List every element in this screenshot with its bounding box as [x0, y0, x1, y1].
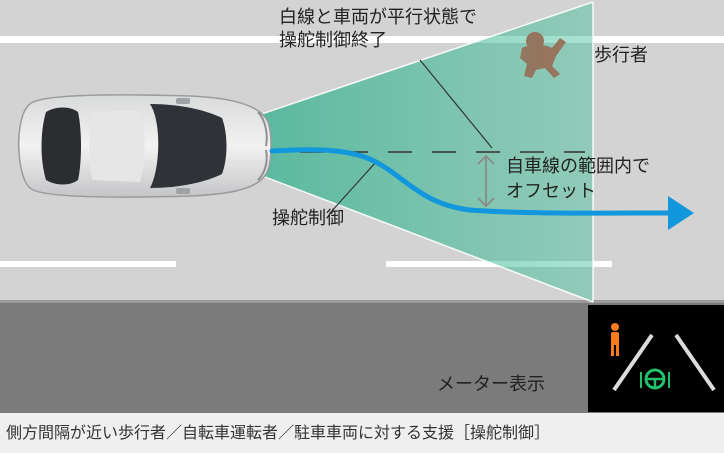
end-condition-label-line2: 操舵制御終了 — [279, 30, 387, 51]
pedestrian-warning-icon — [611, 323, 619, 356]
steering-control-label: 操舵制御 — [272, 208, 344, 229]
offset-label-line1: 自車線の範囲内で — [506, 156, 650, 177]
figure-caption: 側方間隔が近い歩行者／自転車運転者／駐車車両に対する支援［操舵制御］ — [0, 413, 724, 453]
steering-wheel-icon — [640, 368, 670, 390]
scene-illustration — [0, 0, 724, 413]
double-arrow-vertical-icon — [477, 154, 495, 208]
meter-display-label: メーター表示 — [437, 374, 545, 395]
pedestrian-label: 歩行者 — [594, 45, 648, 66]
car-top-view-icon — [18, 94, 272, 198]
end-condition-label-line1: 白線と車両が平行状態で — [279, 7, 477, 28]
shoulder-edge — [0, 300, 724, 303]
offset-label-line2: オフセット — [506, 181, 596, 202]
lane-line-bottom-left — [0, 261, 176, 267]
steering-control-leader — [329, 161, 377, 214]
end-condition-leader — [419, 59, 493, 149]
steering-trajectory — [269, 147, 673, 216]
detection-area — [176, 2, 593, 302]
meter-display-panel — [588, 305, 724, 412]
trajectory-arrowhead — [668, 196, 694, 230]
lane-line-top — [0, 36, 724, 43]
